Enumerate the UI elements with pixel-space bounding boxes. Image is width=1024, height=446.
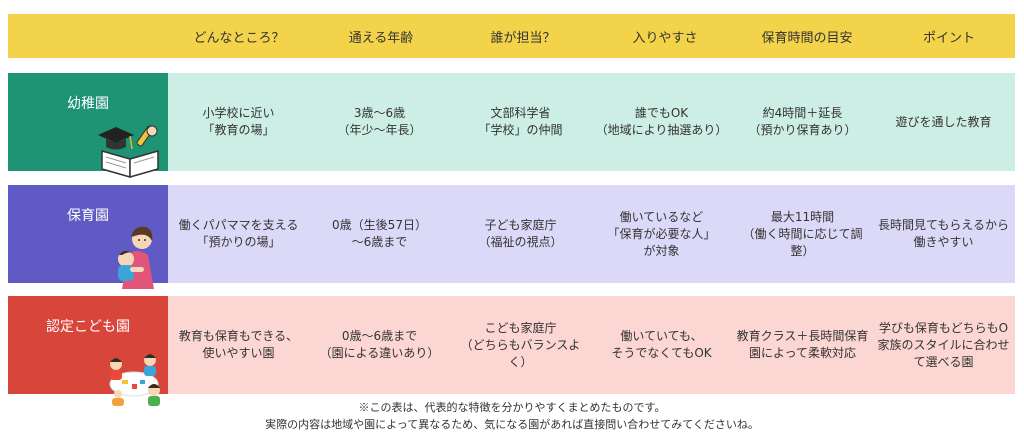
- cell-age: 0歳（生後57日） 〜6歳まで: [332, 218, 427, 249]
- cell-what: 教育も保育もできる、 使いやすい園: [178, 329, 299, 360]
- cell-ministry: 子ども家庭庁 （福祉の視点）: [478, 218, 563, 249]
- row-label-certified: 認定こども園: [8, 296, 168, 406]
- cell-ministry: 文部科学省 「学校」の仲間: [478, 106, 563, 137]
- row-label-kindergarten: 幼稚園: [8, 73, 168, 178]
- cell-point: 遊びを通した教育: [895, 114, 992, 129]
- cell-access: 誰でもOK （地域により抽選あり）: [595, 106, 728, 137]
- children-playing-icon: [109, 354, 160, 406]
- row-label-text: 幼稚園: [67, 96, 109, 113]
- header-ministry: 誰が担当？: [490, 30, 556, 46]
- header-spacer: [8, 14, 168, 58]
- cell-age: 3歳〜6歳 （年少〜年長）: [337, 106, 422, 137]
- header-hours: 保育時間の目安: [761, 30, 853, 46]
- header-row: どんなところ？ 通える年齢 誰が担当？ 入りやすさ 保育時間の目安 ポイント: [8, 14, 1015, 58]
- footnote-line-1: ※この表は、代表的な特徴を分かりやすくまとめたものです。: [358, 401, 666, 414]
- cell-what: 働くパパママを支える 「預かりの場」: [178, 218, 299, 249]
- cell-hours: 約4時間＋延長 （預かり保育あり）: [748, 106, 857, 137]
- cell-ministry: こども家庭庁 （どちらもバランスよ く）: [460, 320, 581, 369]
- row-label-nursery: 保育園: [8, 185, 168, 289]
- cell-what: 小学校に近い 「教育の場」: [202, 106, 275, 137]
- cell-access: 働いているなど 「保育が必要な人」 が対象: [607, 209, 716, 258]
- row-label-text: 認定こども園: [46, 319, 130, 336]
- footnote-line-2: 実際の内容は地域や園によって異なるため、気になる園があれば直接問い合わせてみてく…: [265, 418, 759, 431]
- cell-hours: 教育クラス＋長時間保育 園によって柔軟対応: [736, 329, 869, 360]
- row-cells: 小学校に近い 「教育の場」 3歳〜6歳 （年少〜年長） 文部科学省 「学校」の仲…: [168, 73, 1015, 171]
- header-what: どんなところ？: [193, 30, 285, 46]
- header-age: 通える年齢: [348, 30, 414, 46]
- graduation-book-icon: [98, 125, 159, 178]
- header-columns: どんなところ？ 通える年齢 誰が担当？ 入りやすさ 保育時間の目安 ポイント: [168, 14, 1020, 58]
- cell-age: 0歳〜6歳まで （園による違いあり）: [319, 329, 440, 360]
- footnote: ※この表は、代表的な特徴を分かりやすくまとめたものです。 実際の内容は地域や園に…: [0, 399, 1024, 433]
- row-label-text: 保育園: [67, 208, 109, 225]
- row-nursery: 保育園 働くパパママを支える 「預かりの場」 0歳（生後57日） 〜6歳まで 子…: [8, 185, 1015, 289]
- row-kindergarten: 幼稚園 小学校に近い 「教育の場」 3歳〜6歳 （年少〜年長） 文部科学省 「学…: [8, 73, 1015, 178]
- row-certified: 認定こども園 教育も保育もできる、 使いやすい園 0歳〜6歳まで （園による違い…: [8, 296, 1015, 406]
- cell-point: 学びも保育もどちらもO 家族のスタイルに合わせ て選べる園: [877, 320, 1010, 369]
- mother-child-icon: [118, 226, 154, 289]
- cell-hours: 最大11時間 （働く時間に応じて調 整）: [742, 209, 863, 258]
- header-access: 入りやすさ: [632, 30, 698, 46]
- row-cells: 働くパパママを支える 「預かりの場」 0歳（生後57日） 〜6歳まで 子ども家庭…: [168, 185, 1015, 283]
- row-cells: 教育も保育もできる、 使いやすい園 0歳〜6歳まで （園による違いあり） こども…: [168, 296, 1015, 394]
- cell-point: 長時間見てもらえるから 働きやすい: [877, 218, 1010, 249]
- header-point: ポイント: [922, 30, 975, 46]
- cell-access: 働いていても、 そうでなくてもOK: [611, 329, 712, 360]
